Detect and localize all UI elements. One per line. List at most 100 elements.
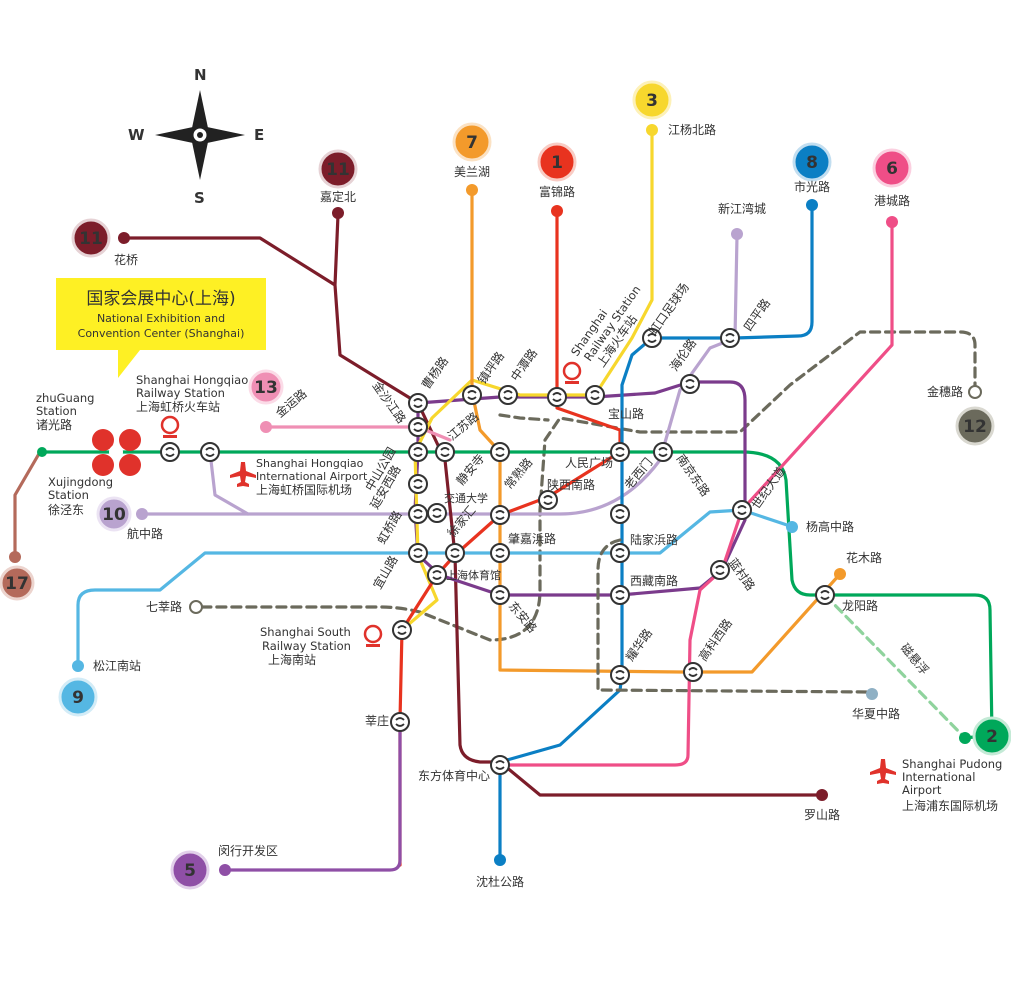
terminal-dot-huamulu[interactable] (834, 568, 846, 580)
interchange-station-icon[interactable] (427, 503, 447, 523)
interchange-station-icon[interactable] (610, 665, 630, 685)
interchange-station-icon[interactable] (408, 442, 428, 462)
airplane-icon-hongqiao (230, 462, 256, 487)
interchange-station-icon[interactable] (732, 500, 752, 520)
interchange-station-icon[interactable] (490, 543, 510, 563)
exhibition-center-callout[interactable]: 国家会展中心(上海) National Exhibition and Conve… (56, 278, 266, 378)
terminal-dot-jinsuilu[interactable] (968, 385, 982, 399)
interchange-station-icon[interactable] (408, 504, 428, 524)
terminal-dot-zhuguang[interactable] (37, 447, 47, 457)
line-badge-11-north[interactable]: 11 (318, 149, 358, 189)
interchange-station-icon[interactable] (498, 385, 518, 405)
terminal-dot-luoshanlu[interactable] (816, 789, 828, 801)
interchange-station-icon[interactable] (408, 474, 428, 494)
line-badge-12[interactable]: 12 (955, 406, 995, 446)
line-5-path (223, 718, 402, 872)
label-zhongtanlu: 中潭路 (507, 346, 540, 384)
terminal-dot-shenduangonglu[interactable] (494, 854, 506, 866)
label-yaohualu: 耀华路 (622, 626, 655, 664)
interchange-station-icon[interactable] (815, 585, 835, 605)
label-xizangnanlu: 西藏南路 (630, 573, 678, 588)
interchange-station-icon[interactable] (720, 328, 740, 348)
terminal-dot-pudong[interactable] (959, 732, 971, 744)
label-shenduangonglu: 沈杜公路 (476, 874, 524, 889)
line-badge-6[interactable]: 6 (872, 148, 912, 188)
interchange-station-icon[interactable] (642, 328, 662, 348)
terminal-dot-songjiangnanzhan[interactable] (72, 660, 84, 672)
terminal-dot-shiguanglu[interactable] (806, 199, 818, 211)
interchange-station-icon[interactable] (710, 560, 730, 580)
terminal-dot-huaqiao[interactable] (118, 232, 130, 244)
compass-north-label: N (194, 66, 207, 84)
terminal-dot-jiadingbei[interactable] (332, 207, 344, 219)
line-badge-3[interactable]: 3 (632, 80, 672, 120)
terminal-dot-hangzhonglu[interactable] (136, 508, 148, 520)
line-badge-1[interactable]: 1 (537, 142, 577, 182)
interchange-station-icon[interactable] (408, 543, 428, 563)
line-10-branch (208, 450, 250, 516)
line-badge-6-label: 6 (886, 159, 898, 179)
terminal-dot-fujinlu[interactable] (551, 205, 563, 217)
interchange-station-icon[interactable] (462, 385, 482, 405)
interchange-station-icon[interactable] (610, 585, 630, 605)
interchange-station-icon[interactable] (408, 393, 428, 413)
interchange-station-icon[interactable] (408, 417, 428, 437)
interchange-station-icon[interactable] (435, 442, 455, 462)
interchange-station-icon[interactable] (390, 712, 410, 732)
interchange-station-icon[interactable] (445, 543, 465, 563)
interchange-station-icon[interactable] (653, 442, 673, 462)
terminal-dot-gangchenglu[interactable] (886, 216, 898, 228)
line-badge-17[interactable]: 17 (0, 565, 35, 601)
terminal-dot-jinyunlu[interactable] (260, 421, 272, 433)
interchange-station-icon[interactable] (490, 505, 510, 525)
label-gaokexilu: 高科西路 (695, 616, 735, 664)
terminal-dot-line17[interactable] (9, 551, 21, 563)
label-dongfangtiyuzhongxin: 东方体育中心 (418, 768, 490, 783)
terminal-dot-huaxiazhonglu[interactable] (866, 688, 878, 700)
terminal-dot-jiangyangbeilu[interactable] (646, 124, 658, 136)
interchange-station-icon[interactable] (490, 442, 510, 462)
interchange-station-icon[interactable] (547, 387, 567, 407)
interchange-station-icon[interactable] (490, 755, 510, 775)
line-badge-7[interactable]: 7 (452, 122, 492, 162)
callout-title-en-1: National Exhibition and (97, 312, 225, 325)
interchange-station-icon[interactable] (610, 543, 630, 563)
label-south-rail-en-2: Railway Station (262, 639, 351, 653)
terminal-dot-xinjiangwancheng[interactable] (731, 228, 743, 240)
line-badge-11-north-label: 11 (326, 160, 350, 180)
line-badge-5[interactable]: 5 (170, 850, 210, 890)
interchange-station-icon[interactable] (160, 442, 180, 462)
label-shanxinanlu: 陕西南路 (547, 477, 595, 492)
interchange-station-icon[interactable] (680, 374, 700, 394)
terminal-dot-qixinlu[interactable] (189, 600, 203, 614)
line-badge-11-west[interactable]: 11 (71, 218, 111, 258)
line-12-south-path (498, 413, 872, 694)
line-badge-11-west-label: 11 (79, 229, 103, 249)
terminal-dot-meilanhu[interactable] (466, 184, 478, 196)
label-qixinlu: 七莘路 (146, 599, 182, 614)
line-badge-5-label: 5 (184, 861, 196, 881)
line-badge-9[interactable]: 9 (58, 677, 98, 717)
interchange-station-icon[interactable] (683, 662, 703, 682)
label-jinganshi: 静安寺 (453, 451, 488, 488)
line-badge-2[interactable]: 2 (972, 716, 1011, 756)
compass-east-label: E (254, 126, 264, 144)
label-hongqiao-rail-en-1: Shanghai Hongqiao (136, 373, 248, 387)
interchange-station-icon[interactable] (610, 504, 630, 524)
interchange-station-icon[interactable] (538, 490, 558, 510)
interchange-station-icon[interactable] (490, 585, 510, 605)
interchange-station-icon[interactable] (200, 442, 220, 462)
interchange-station-icon[interactable] (392, 620, 412, 640)
interchange-station-icon[interactable] (427, 565, 447, 585)
line-badge-13-label: 13 (254, 378, 278, 398)
interchange-station-icon[interactable] (585, 385, 605, 405)
terminal-dot-yanggaozhonglu[interactable] (786, 521, 798, 533)
line-badge-8[interactable]: 8 (792, 142, 832, 182)
terminal-dot-minhang[interactable] (219, 864, 231, 876)
line-badge-10[interactable]: 10 (96, 496, 132, 532)
line-badge-13[interactable]: 13 (248, 369, 284, 405)
interchange-station-icon[interactable] (610, 442, 630, 462)
label-xujingdong-zh: 徐泾东 (48, 502, 84, 517)
compass-rose-icon (155, 90, 245, 180)
